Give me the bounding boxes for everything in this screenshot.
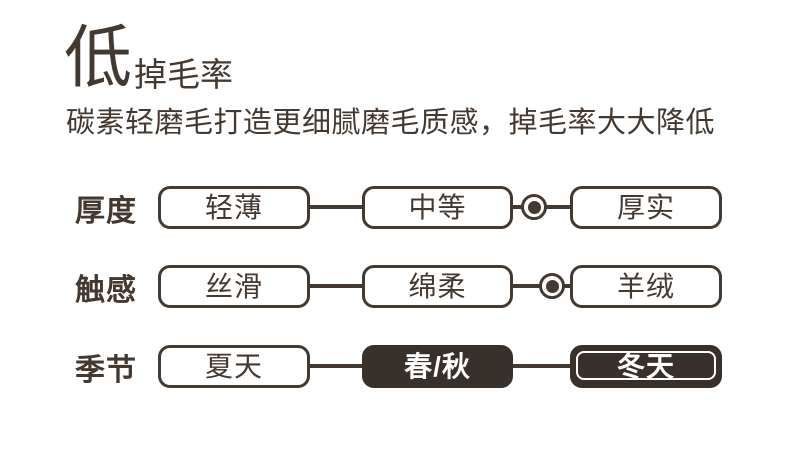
row-label-touch: 触感 — [75, 273, 137, 307]
option-label: 轻薄 — [204, 191, 263, 223]
title-suffix: 掉毛率 — [134, 56, 234, 93]
option-box-silky: 丝滑 — [158, 265, 310, 308]
option-label: 绵柔 — [408, 270, 467, 302]
connector-line — [308, 364, 366, 368]
page-title: 低 掉毛率 — [64, 24, 233, 92]
option-label: 厚实 — [616, 191, 675, 223]
option-box-cashmere: 羊绒 — [570, 265, 722, 308]
option-label: 夏天 — [204, 350, 263, 382]
option-label: 中等 — [408, 191, 467, 223]
option-box-soft: 绵柔 — [362, 265, 513, 308]
scale-marker-dot — [521, 194, 547, 220]
option-box-light: 轻薄 — [158, 186, 310, 229]
option-box-medium: 中等 — [362, 186, 513, 229]
option-box-winter: 冬天 — [570, 345, 722, 388]
row-label-thickness: 厚度 — [75, 194, 137, 228]
attribute-row-thickness: 厚度 轻薄 中等 厚实 — [0, 186, 790, 229]
option-box-spring-autumn: 春/秋 — [362, 345, 513, 388]
option-label: 冬天 — [616, 350, 675, 382]
title-keyword: 低 — [64, 20, 133, 96]
subtitle: 碳素轻磨毛打造更细腻磨毛质感，掉毛率大大降低 — [66, 107, 716, 139]
option-label: 春/秋 — [404, 350, 471, 382]
row-label-season: 季节 — [75, 353, 137, 387]
scale-marker-dot-core — [545, 279, 559, 293]
connector-line — [511, 364, 573, 368]
scale-marker-dot-core — [527, 200, 541, 214]
connector-line — [308, 205, 366, 209]
option-box-summer: 夏天 — [158, 345, 310, 388]
option-label: 丝滑 — [204, 270, 263, 302]
scale-marker-dot — [539, 273, 565, 299]
option-box-thick: 厚实 — [570, 186, 722, 229]
option-label: 羊绒 — [616, 270, 675, 302]
connector-line — [308, 284, 366, 288]
attribute-row-season: 季节 夏天 春/秋 冬天 — [0, 345, 790, 388]
attribute-row-touch: 触感 丝滑 绵柔 羊绒 — [0, 265, 790, 308]
